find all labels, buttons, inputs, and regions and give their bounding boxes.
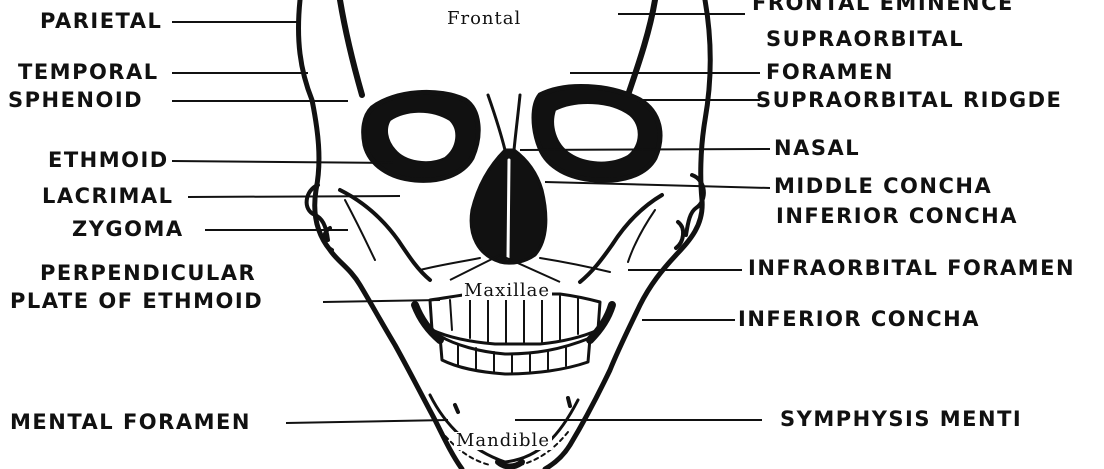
- label-temporal: TEMPORAL: [18, 62, 159, 83]
- label-nasal: NASAL: [774, 138, 860, 159]
- bone-label-maxillae: Maxillae: [462, 282, 552, 300]
- label-supraorbital-ridge: SUPRAORBITAL RIDGDE: [756, 90, 1062, 111]
- label-ethmoid: ETHMOID: [48, 150, 169, 171]
- bone-label-mandible: Mandible: [454, 432, 552, 450]
- label-symphysis-menti: SYMPHYSIS MENTI: [780, 409, 1022, 430]
- label-frontal-eminence: FRONTAL EMINENCE: [752, 0, 1014, 14]
- label-mental-foramen: MENTAL FORAMEN: [10, 412, 251, 433]
- label-zygoma: ZYGOMA: [72, 219, 184, 240]
- label-parietal: PARIETAL: [40, 11, 162, 32]
- label-infraorbital-foramen: INFRAORBITAL FORAMEN: [748, 258, 1075, 279]
- label-perpendicular: PERPENDICULAR: [40, 263, 256, 284]
- label-middle-concha: MIDDLE CONCHA: [774, 176, 992, 197]
- label-foramen: FORAMEN: [766, 62, 894, 83]
- label-sphenoid: SPHENOID: [8, 90, 143, 111]
- label-inferior-concha-1: INFERIOR CONCHA: [776, 206, 1018, 227]
- upper-teeth: [430, 294, 600, 344]
- label-inferior-concha-2: INFERIOR CONCHA: [738, 309, 980, 330]
- bone-label-frontal: Frontal: [447, 10, 521, 28]
- label-plate-of-ethmoid: PLATE OF ETHMOID: [10, 291, 263, 312]
- label-supraorbital: SUPRAORBITAL: [766, 29, 964, 50]
- label-lacrimal: LACRIMAL: [42, 186, 174, 207]
